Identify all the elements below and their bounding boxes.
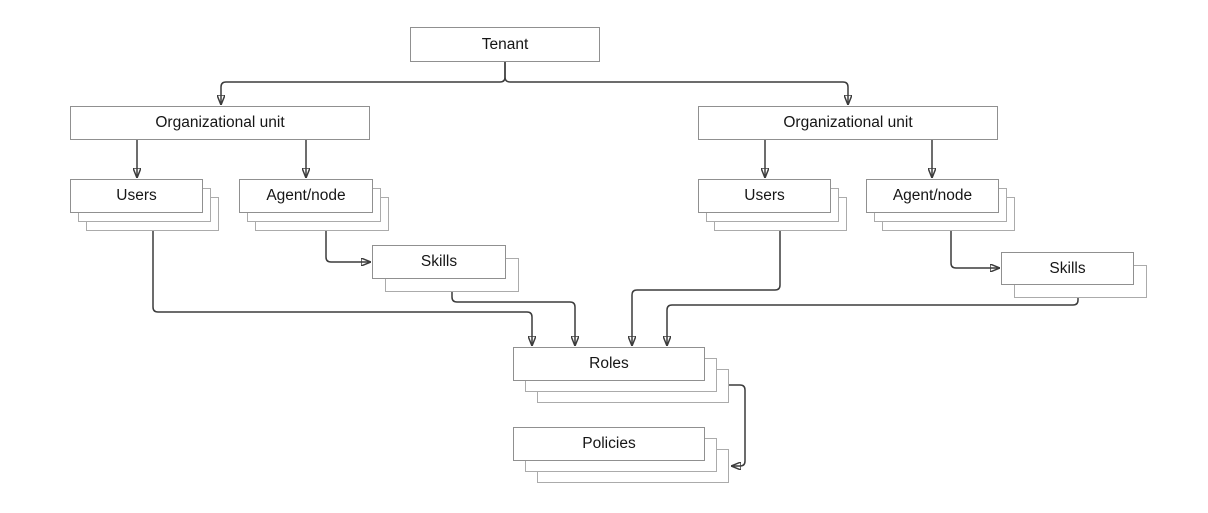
node-agent-node-left: Agent/node: [239, 179, 389, 231]
node-policies: Policies: [513, 427, 729, 483]
node-label: Organizational unit: [783, 114, 913, 131]
node-org-unit-right: Organizational unit: [698, 106, 998, 140]
edge-users-left-roles: [152, 231, 532, 346]
node-box: Organizational unit: [698, 106, 998, 140]
node-skills-right: Skills: [1001, 252, 1147, 298]
node-label: Roles: [589, 355, 629, 372]
node-users-right: Users: [698, 179, 847, 231]
node-box: Roles: [513, 347, 705, 381]
edge-tenant-org-unit-left: [221, 62, 506, 105]
edge-users-right-roles: [632, 231, 781, 346]
node-label: Agent/node: [266, 187, 346, 204]
edge-tenant-org-unit-right: [504, 62, 848, 105]
node-label: Organizational unit: [155, 114, 285, 131]
node-label: Users: [744, 187, 785, 204]
edge-roles-policies: [729, 384, 746, 466]
node-box: Skills: [372, 245, 506, 279]
edge-agent-node-left-skills-left: [325, 231, 371, 262]
node-label: Policies: [582, 435, 636, 452]
edge-skills-left-roles: [451, 292, 575, 346]
node-box: Agent/node: [239, 179, 373, 213]
node-box: Tenant: [410, 27, 600, 62]
node-label: Skills: [420, 253, 458, 270]
node-label: Tenant: [481, 35, 529, 53]
node-label: Users: [116, 187, 157, 204]
edge-skills-right-roles: [667, 298, 1079, 346]
node-label: Agent/node: [892, 187, 973, 204]
edge-agent-node-right-skills-right: [950, 231, 1000, 268]
node-agent-node-right: Agent/node: [866, 179, 1015, 231]
node-box: Agent/node: [866, 179, 999, 213]
node-box: Skills: [1001, 252, 1134, 285]
node-org-unit-left: Organizational unit: [70, 106, 370, 140]
node-skills-left: Skills: [372, 245, 519, 292]
node-roles: Roles: [513, 347, 729, 403]
node-box: Users: [70, 179, 203, 213]
node-label: Skills: [1049, 259, 1086, 277]
node-box: Organizational unit: [70, 106, 370, 140]
node-tenant: Tenant: [410, 27, 600, 62]
node-box: Users: [698, 179, 831, 213]
node-box: Policies: [513, 427, 705, 461]
node-users-left: Users: [70, 179, 219, 231]
